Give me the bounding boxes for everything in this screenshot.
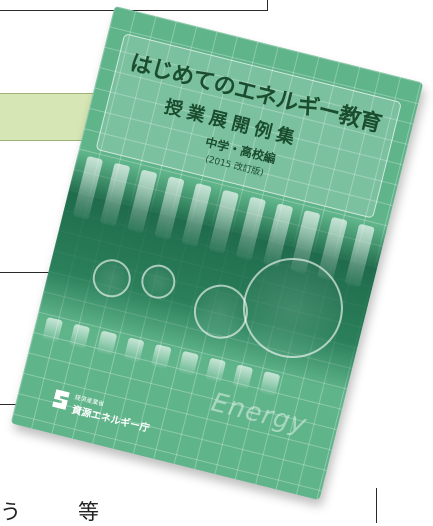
book-edition: 中学・高校編 [203, 135, 278, 167]
highlight-band [0, 93, 120, 141]
cover-circle-large [232, 247, 354, 369]
background-text-fragment: う 等 [0, 500, 117, 524]
book-edition-year: (2015 改訂版) [204, 154, 265, 179]
cover-grid [10, 5, 424, 501]
book-title: はじめてのエネルギー教育 [127, 50, 384, 138]
book-cover: Energy はじめてのエネルギー教育 授業展開例集 中学・高校編 (2015 … [10, 5, 424, 501]
right-rule [376, 488, 377, 523]
publisher-name: 資源エネルギー庁 [70, 404, 151, 435]
top-rule-tick [267, 0, 268, 11]
book-subtitle: 授業展開例集 [162, 96, 302, 151]
cover-circle-small-2 [137, 261, 179, 303]
middle-rule [0, 272, 100, 273]
cover-pillars-lower [42, 316, 338, 411]
cover-pillars [72, 155, 379, 289]
cover-title-box: はじめてのエネルギー教育 授業展開例集 中学・高校編 (2015 改訂版) [95, 33, 402, 219]
publisher-parent: 経済産業省 [73, 394, 105, 409]
agency-logo-icon [52, 389, 70, 410]
lower-rule [0, 404, 80, 405]
cover-circle-mid [188, 278, 254, 345]
cover-energy-word: Energy [208, 387, 310, 441]
top-rule [0, 10, 268, 11]
cover-circle-small-1 [88, 255, 135, 302]
